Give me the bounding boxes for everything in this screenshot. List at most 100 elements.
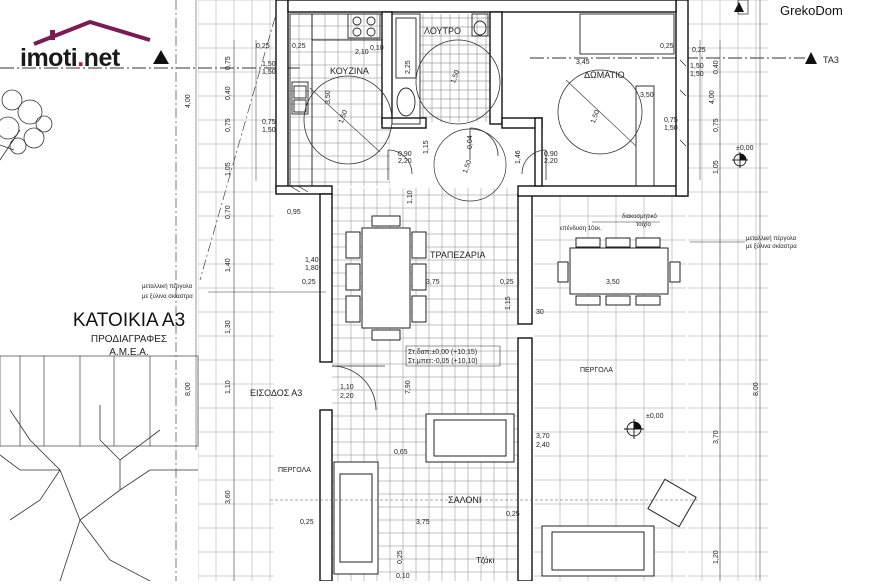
dim: 4,00 bbox=[185, 94, 192, 108]
note-wall-1: διακοσμητικό bbox=[622, 213, 658, 220]
room-label-living: ΣΑΛΟΝΙ bbox=[448, 495, 481, 505]
dim: 2,20 bbox=[398, 158, 412, 165]
dim: 0,25 bbox=[692, 47, 706, 54]
bedroom-fixtures bbox=[557, 13, 675, 187]
dim: 0,90 bbox=[398, 151, 412, 158]
dim: 2,40 bbox=[536, 442, 550, 449]
dim: 0,25 bbox=[292, 43, 306, 50]
room-label-bathroom: ΛΟΥΤΡΟ bbox=[424, 26, 461, 36]
dim: 8,00 bbox=[753, 382, 760, 396]
ta3-marker bbox=[805, 52, 817, 64]
note-level-1: Στ.δαπ:±0,00 (+10,15) bbox=[408, 349, 477, 356]
logo-dot: . bbox=[77, 44, 84, 72]
dim: 0,10 bbox=[396, 573, 410, 580]
room-label-pergola: ΠΕΡΓΟΛΑ bbox=[580, 367, 613, 374]
dim: 0,75 bbox=[262, 119, 276, 126]
dim: 1,10 bbox=[225, 380, 232, 394]
label-ta3: ΤΑ3 bbox=[823, 55, 839, 65]
tree-roots bbox=[0, 405, 198, 582]
door-swings bbox=[331, 127, 547, 411]
bathroom-fixtures bbox=[391, 13, 501, 125]
dim: 3,50 bbox=[606, 279, 620, 286]
dimension-rails bbox=[195, 0, 761, 581]
dim: 1,50 bbox=[690, 63, 704, 70]
dim: 3,45 bbox=[576, 59, 590, 66]
dim: 1,05 bbox=[225, 162, 232, 176]
dim: 0,70 bbox=[225, 205, 232, 219]
dim: 0,90 bbox=[544, 151, 558, 158]
north-marker bbox=[734, 2, 744, 12]
dim: 0,40 bbox=[713, 60, 720, 74]
walls bbox=[275, 0, 689, 582]
dim: 30 bbox=[536, 309, 544, 316]
dim: 0,25 bbox=[302, 279, 316, 286]
tree-symbol bbox=[0, 89, 53, 161]
plan-subtitle-2: Α.Μ.Ε.Α. bbox=[109, 347, 149, 358]
dim: 3,50 bbox=[640, 92, 654, 99]
note-level-2: Στ.μπετ:-0,05 (+10,10) bbox=[408, 358, 478, 365]
note-pergola-right-2: με ξύλινα σκίαστρα bbox=[746, 244, 797, 250]
dimensions-interior: 0,25 2,10 0,10 0,95 3,50 1,50 2,25 1,50 … bbox=[287, 43, 674, 580]
dim: 1,50 bbox=[262, 127, 276, 134]
kitchen-floor bbox=[290, 14, 390, 186]
dim: 4,00 bbox=[709, 90, 716, 104]
dim: 3,50 bbox=[325, 90, 332, 104]
dim: 1,30 bbox=[225, 320, 232, 334]
logo-tld: net bbox=[83, 44, 121, 72]
dim: 1,05 bbox=[713, 160, 720, 174]
dimensions-left: 4,00 0,40 0,75 0,75 1,05 0,70 1,40 1,30 … bbox=[185, 43, 276, 504]
dim: 1,15 bbox=[423, 140, 430, 154]
dim: 3,70 bbox=[713, 430, 720, 444]
dim: 0,10 bbox=[370, 45, 384, 52]
dim: 1,10 bbox=[407, 190, 414, 204]
dim: 0,25 bbox=[300, 519, 314, 526]
dim: 1,50 bbox=[262, 61, 276, 68]
dim: 1,40 bbox=[305, 257, 319, 264]
plan-title: ΚΑΤΟΙΚΙΑ Α3 bbox=[72, 310, 186, 331]
dim: 7,90 bbox=[405, 380, 412, 394]
note-level-right: ±0,00 bbox=[646, 413, 664, 420]
room-label-kitchen: ΚΟΥΖΙΝΑ bbox=[330, 66, 369, 76]
dim: 1,50 bbox=[338, 109, 349, 124]
dim: 1,10 bbox=[340, 384, 354, 391]
fence-bottom-left bbox=[0, 355, 199, 447]
dim: 0,65 bbox=[394, 449, 408, 456]
dim: 1,20 bbox=[713, 550, 720, 564]
note-pergola-left-1: μεταλλική πέργολα bbox=[142, 283, 193, 290]
corner-box bbox=[737, 0, 749, 15]
living-furniture bbox=[333, 413, 697, 577]
dining-table bbox=[345, 215, 427, 341]
dim: 0,75 bbox=[713, 118, 720, 132]
dim: 0,75 bbox=[225, 56, 232, 70]
dim: 2,10 bbox=[355, 49, 369, 56]
dim: 1,50 bbox=[590, 109, 601, 124]
diag-line bbox=[199, 0, 281, 281]
outdoor-table bbox=[557, 237, 681, 306]
logo-triangle-icon bbox=[153, 50, 169, 64]
dim: 1,40 bbox=[225, 258, 232, 272]
dim: 0,25 bbox=[660, 43, 674, 50]
note-level-top: ±0,00 bbox=[736, 145, 754, 152]
room-label-fireplace: Τζάκι bbox=[476, 556, 495, 565]
dim: 1,80 bbox=[305, 265, 319, 272]
dim: 0,95 bbox=[287, 209, 301, 216]
dim: 2,20 bbox=[544, 158, 558, 165]
dim: 3,75 bbox=[426, 279, 440, 286]
dim: 0,04 bbox=[467, 135, 474, 149]
dim: 3,70 bbox=[536, 433, 550, 440]
dim: 3,60 bbox=[225, 490, 232, 504]
dim: 0,40 bbox=[225, 86, 232, 100]
room-label-pergola-left: ΠΕΡΓΟΛΑ bbox=[278, 467, 311, 474]
imoti-logo[interactable]: imoti.net bbox=[18, 18, 178, 78]
dim: 1,50 bbox=[462, 159, 473, 174]
house-roof-icon bbox=[33, 20, 151, 46]
dim: 0,25 bbox=[506, 511, 520, 518]
logo-text: imoti.net bbox=[20, 44, 120, 73]
dim: 3,75 bbox=[416, 519, 430, 526]
dimensions-right: 4,00 0,40 0,75 1,05 8,00 3,70 1,20 0,25 … bbox=[664, 47, 760, 564]
dim: 1,50 bbox=[690, 71, 704, 78]
logo-brand: imoti bbox=[20, 44, 78, 72]
dim: 1,46 bbox=[515, 150, 522, 164]
